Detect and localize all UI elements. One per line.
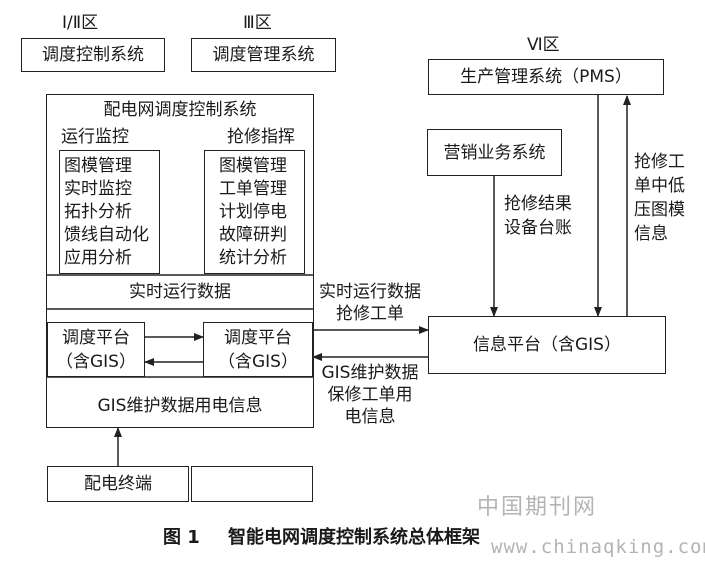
list-item: 图模管理 <box>219 156 287 176</box>
figure-title: 智能电网调度控制系统总体框架 <box>228 527 480 548</box>
dispatch-platform-left: 调度平台 （含GIS） <box>47 322 145 377</box>
list-item: 图模管理 <box>64 156 132 176</box>
operation-monitor-box: 图模管理 实时监控 拓扑分析 馈线自动化 应用分析 <box>59 150 160 274</box>
dispatch-platform-right: 调度平台 （含GIS） <box>203 322 313 377</box>
operation-monitor-header: 运行监控 <box>61 127 129 147</box>
watermark-url: www.chinaqking.com <box>491 536 705 558</box>
repair-command-header: 抢修指挥 <box>227 127 295 147</box>
marketing-label: 营销业务系统 <box>443 143 546 163</box>
operation-monitor-list: 图模管理 实时监控 拓扑分析 馈线自动化 应用分析 <box>64 155 149 270</box>
zone-label-3: Ⅲ区 <box>243 13 272 33</box>
figure-number: 图 1 <box>163 527 200 548</box>
marketing-system-box: 营销业务系统 <box>427 129 562 176</box>
list-item: 应用分析 <box>64 248 132 268</box>
from-info-label: GIS维护数据 保修工单用 电信息 <box>321 363 419 427</box>
platform-left-line1: 调度平台 <box>62 328 130 348</box>
info-platform-label: 信息平台（含GIS） <box>473 335 621 355</box>
dispatch-management-box: 调度管理系统 <box>191 38 336 72</box>
realtime-data-label: 实时运行数据 <box>129 282 231 302</box>
repair-command-list: 图模管理 工单管理 计划停电 故障研判 统计分析 <box>219 155 287 270</box>
pms-label: 生产管理系统（PMS） <box>460 67 632 87</box>
platform-right-line1: 调度平台 <box>224 328 292 348</box>
repair-command-box: 图模管理 工单管理 计划停电 故障研判 统计分析 <box>204 150 305 274</box>
to-info-label: 实时运行数据 抢修工单 <box>319 282 421 324</box>
dispatch-management-label: 调度管理系统 <box>212 45 315 65</box>
info-platform-box: 信息平台（含GIS） <box>428 316 666 374</box>
dispatch-control-box: 调度控制系统 <box>21 38 165 72</box>
watermark-cn: 中国期刊网 <box>477 495 598 520</box>
marketing-to-info-label: 抢修结果 设备台账 <box>504 194 572 238</box>
terminal-label: 配电终端 <box>84 474 152 494</box>
distribution-terminal-box: 配电终端 <box>47 466 189 502</box>
platform-right-line2: （含GIS） <box>218 352 298 372</box>
empty-box <box>191 466 313 502</box>
list-item: 工单管理 <box>219 179 287 199</box>
list-item: 故障研判 <box>219 225 287 245</box>
list-item: 拓扑分析 <box>64 202 132 222</box>
platform-left-line2: （含GIS） <box>56 352 136 372</box>
list-item: 实时监控 <box>64 179 132 199</box>
zone-label-6: Ⅵ区 <box>527 35 560 55</box>
zone-label-1-2: Ⅰ/Ⅱ区 <box>62 13 99 33</box>
list-item: 统计分析 <box>219 248 287 268</box>
pms-box: 生产管理系统（PMS） <box>428 59 664 95</box>
gis-maintenance-label: GIS维护数据用电信息 <box>97 396 263 416</box>
distribution-dispatch-system <box>46 94 314 428</box>
list-item: 馈线自动化 <box>64 225 149 245</box>
main-system-title: 配电网调度控制系统 <box>103 100 257 120</box>
list-item: 计划停电 <box>219 202 287 222</box>
dispatch-control-label: 调度控制系统 <box>42 45 144 65</box>
info-to-pms-label: 抢修工 单中低 压图模 信息 <box>634 152 685 244</box>
